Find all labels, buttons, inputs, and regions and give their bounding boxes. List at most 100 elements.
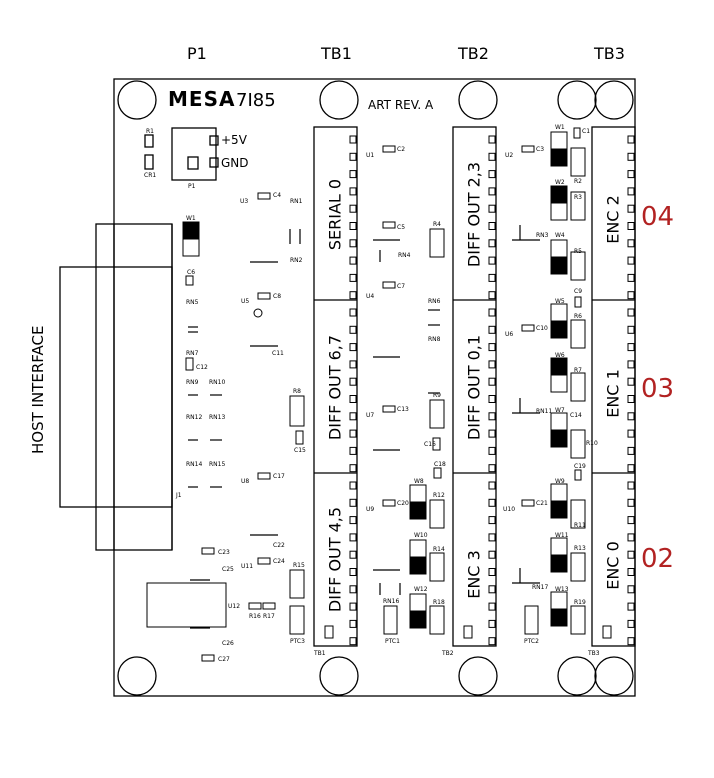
terminal-pin	[488, 533, 496, 542]
refdes-rn14: RN14	[186, 461, 203, 468]
refdes-ptc2: PTC2	[524, 638, 539, 645]
refdes-c9: C9	[574, 288, 583, 295]
tb2-section-diffout23: DIFF OUT 2,3	[464, 161, 484, 268]
terminal-pin	[627, 498, 635, 507]
refdes-tb2: TB2	[442, 650, 454, 657]
tb2-header: TB2	[458, 44, 489, 63]
refdes-rn9: RN9	[186, 379, 199, 386]
terminal-pin	[488, 498, 496, 507]
terminal-pin	[627, 273, 635, 282]
refdes-c7: C7	[397, 283, 406, 290]
terminal-pin	[349, 170, 357, 179]
mounting-hole	[319, 656, 359, 696]
jumper-half	[550, 148, 568, 167]
mounting-hole	[594, 656, 634, 696]
tb2-block	[452, 126, 497, 647]
terminal-pin	[488, 135, 496, 144]
refdes-u10: U10	[503, 506, 516, 513]
refdes-r9: R9	[433, 392, 441, 399]
jumper-half	[550, 412, 568, 431]
terminal-pin	[488, 481, 496, 490]
side-number-03: 03	[641, 374, 675, 404]
refdes-p1: P1	[188, 183, 196, 190]
refdes-c26: C26	[222, 640, 234, 647]
refdes-r14: R14	[433, 546, 445, 553]
jumper-half	[182, 221, 200, 240]
refdes-r2: R2	[574, 178, 582, 185]
refdes-c12: C12	[196, 364, 208, 371]
refdes-w8: W8	[414, 478, 424, 485]
jumper-half	[550, 554, 568, 573]
terminal-pin	[488, 550, 496, 559]
refdes-r16: R16	[249, 613, 261, 620]
tb3-section-enc1: ENC 1	[603, 369, 623, 418]
refdes-c21: C21	[536, 500, 548, 507]
u12-ic	[146, 582, 227, 628]
terminal-pin	[627, 152, 635, 161]
refdes-r5: R5	[574, 248, 582, 255]
terminal-pin	[627, 343, 635, 352]
refdes-w10: W10	[414, 532, 428, 539]
terminal-pin	[349, 256, 357, 265]
jumper-half	[409, 484, 427, 503]
refdes-rn6: RN6	[428, 298, 441, 305]
refdes-w4: W4	[555, 232, 565, 239]
refdes-u1: U1	[366, 152, 375, 159]
terminal-pin	[627, 619, 635, 628]
jumper-half	[550, 608, 568, 627]
tb3-header: TB3	[594, 44, 625, 63]
refdes-c20: C20	[397, 500, 409, 507]
refdes-j1: J1	[176, 492, 182, 499]
terminal-pin	[349, 602, 357, 611]
jumper-half	[550, 357, 568, 376]
terminal-pin	[349, 637, 357, 646]
terminal-pin	[627, 291, 635, 300]
refdes-ptc1: PTC1	[385, 638, 400, 645]
refdes-c18: C18	[434, 461, 446, 468]
refdes-r3: R3	[574, 194, 582, 201]
jumper-half	[550, 202, 568, 221]
terminal-pin	[349, 568, 357, 576]
plus5v-label: +5V	[221, 133, 247, 147]
refdes-r10: R10	[586, 440, 598, 447]
terminal-pin	[488, 429, 496, 438]
refdes-c11: C11	[272, 350, 284, 357]
terminal-pin	[627, 568, 635, 576]
terminal-pin	[627, 585, 635, 594]
refdes-rn10: RN10	[209, 379, 226, 386]
terminal-pin	[488, 602, 496, 611]
terminal-pin	[627, 429, 635, 438]
terminal-pin	[488, 308, 496, 317]
jumper-half	[550, 500, 568, 519]
terminal-pin	[349, 481, 357, 490]
refdes-rn7: RN7	[186, 350, 199, 357]
jumper-half	[550, 591, 568, 610]
terminal-pin	[349, 429, 357, 438]
refdes-w1b: W1	[555, 124, 565, 131]
refdes-c3: C3	[536, 146, 545, 153]
terminal-pin	[627, 481, 635, 490]
refdes-r6: R6	[574, 313, 582, 320]
mounting-hole	[117, 80, 157, 120]
refdes-r18: R18	[433, 599, 445, 606]
refdes-c6: C6	[187, 269, 196, 276]
terminal-pin	[349, 222, 357, 230]
art-revision: ART REV. A	[368, 98, 434, 112]
refdes-w11: W11	[555, 532, 569, 539]
refdes-w7: W7	[555, 407, 565, 414]
refdes-w1: W1	[186, 215, 196, 222]
db-connector-body	[59, 266, 173, 508]
terminal-pin	[349, 533, 357, 542]
refdes-u5: U5	[241, 298, 250, 305]
jumper-half	[550, 320, 568, 339]
refdes-c17: C17	[273, 473, 285, 480]
terminal-pin	[488, 204, 496, 213]
terminal-pin	[488, 256, 496, 265]
terminal-pin	[627, 395, 635, 403]
jumper-half	[182, 238, 200, 257]
refdes-r19: R19	[574, 599, 586, 606]
refdes-c23: C23	[218, 549, 230, 556]
terminal-pin	[349, 360, 357, 369]
refdes-rn11: RN11	[536, 408, 553, 415]
